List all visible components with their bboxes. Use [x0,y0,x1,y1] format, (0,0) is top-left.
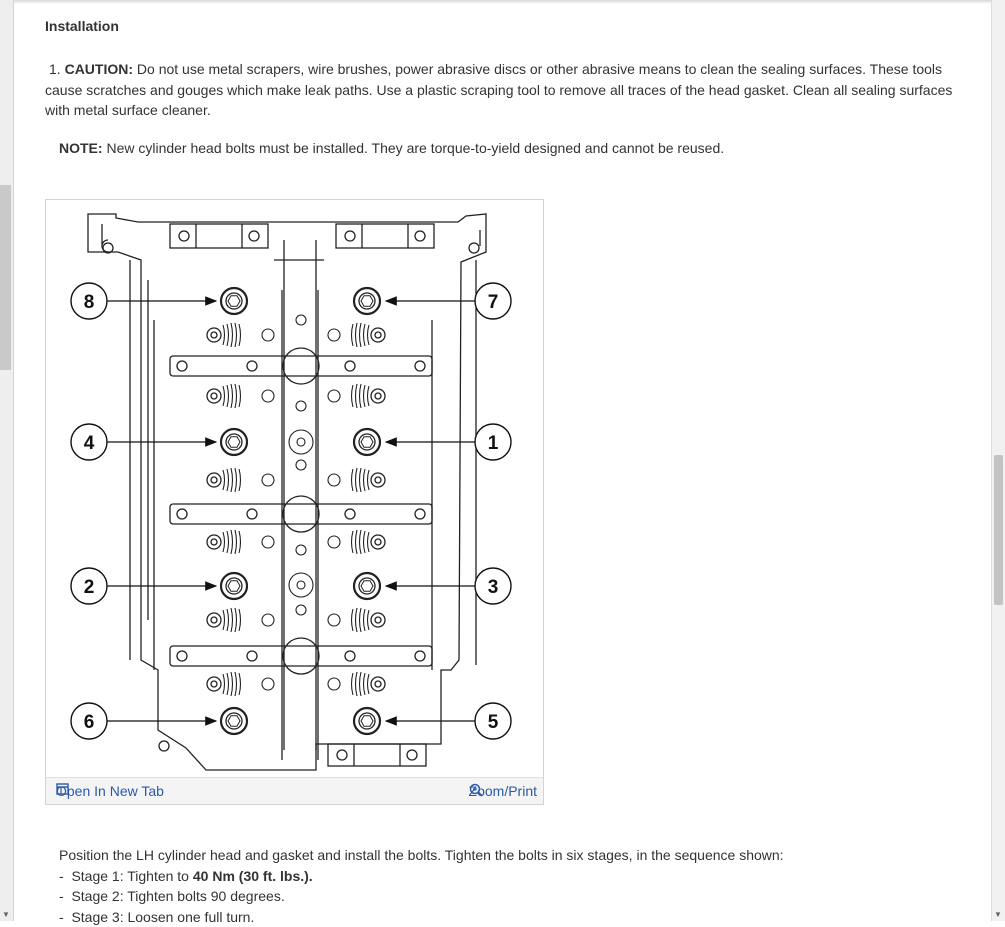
right-scrollbar-thumb[interactable] [994,455,1003,605]
open-in-new-tab-link[interactable]: Open In New Tab [56,783,164,799]
caution-paragraph: 1. CAUTION: Do not use metal scrapers, w… [45,59,970,121]
callout-1: 1 [488,433,499,454]
right-scrollbar[interactable]: ▼ [991,0,1005,921]
callout-8: 8 [84,292,95,313]
top-shadow [14,0,992,4]
left-scrollbar-thumb[interactable] [0,185,11,370]
note-paragraph: NOTE: New cylinder head bolts must be in… [59,140,724,156]
note-text: New cylinder head bolts must be installe… [106,140,724,156]
caution-text: Do not use metal scrapers, wire brushes,… [45,61,952,118]
callout-3: 3 [488,577,499,598]
instructions-intro: Position the LH cylinder head and gasket… [59,845,784,866]
tightening-instructions: Position the LH cylinder head and gasket… [59,845,784,927]
stage-1-value: 40 Nm (30 ft. lbs.). [193,868,313,884]
callout-4: 4 [84,433,95,454]
cylinder-head-diagram: 8 7 4 1 2 3 6 5 [46,200,543,778]
open-in-new-tab-label: Open In New Tab [56,783,164,799]
scroll-down-arrow-icon[interactable]: ▼ [2,911,10,919]
section-heading: Installation [45,18,119,34]
figure-toolbar: Open In New Tab Zoom/Print [46,777,543,804]
callout-6: 6 [84,712,95,733]
stage-2-line: - Stage 2: Tighten bolts 90 degrees. [59,886,784,907]
open-new-tab-icon [56,783,69,795]
stage-3-line: - Stage 3: Loosen one full turn. [59,907,784,927]
left-scrollbar[interactable]: ▼ [0,0,14,921]
stage-1-line: - Stage 1: Tighten to 40 Nm (30 ft. lbs.… [59,866,784,887]
callout-5: 5 [488,712,499,733]
zoom-magnifier-icon [469,783,483,797]
step-number: 1. [49,61,61,77]
torque-sequence-figure: 8 7 4 1 2 3 6 5 Open In New Tab [45,199,544,805]
callout-7: 7 [488,292,499,313]
caution-label: CAUTION: [65,61,133,77]
scroll-down-arrow-icon[interactable]: ▼ [994,911,1002,919]
callout-2: 2 [84,577,95,598]
stage-1-prefix: - Stage 1: Tighten to [59,868,193,884]
note-label: NOTE: [59,140,103,156]
zoom-print-link[interactable]: Zoom/Print [469,783,537,799]
